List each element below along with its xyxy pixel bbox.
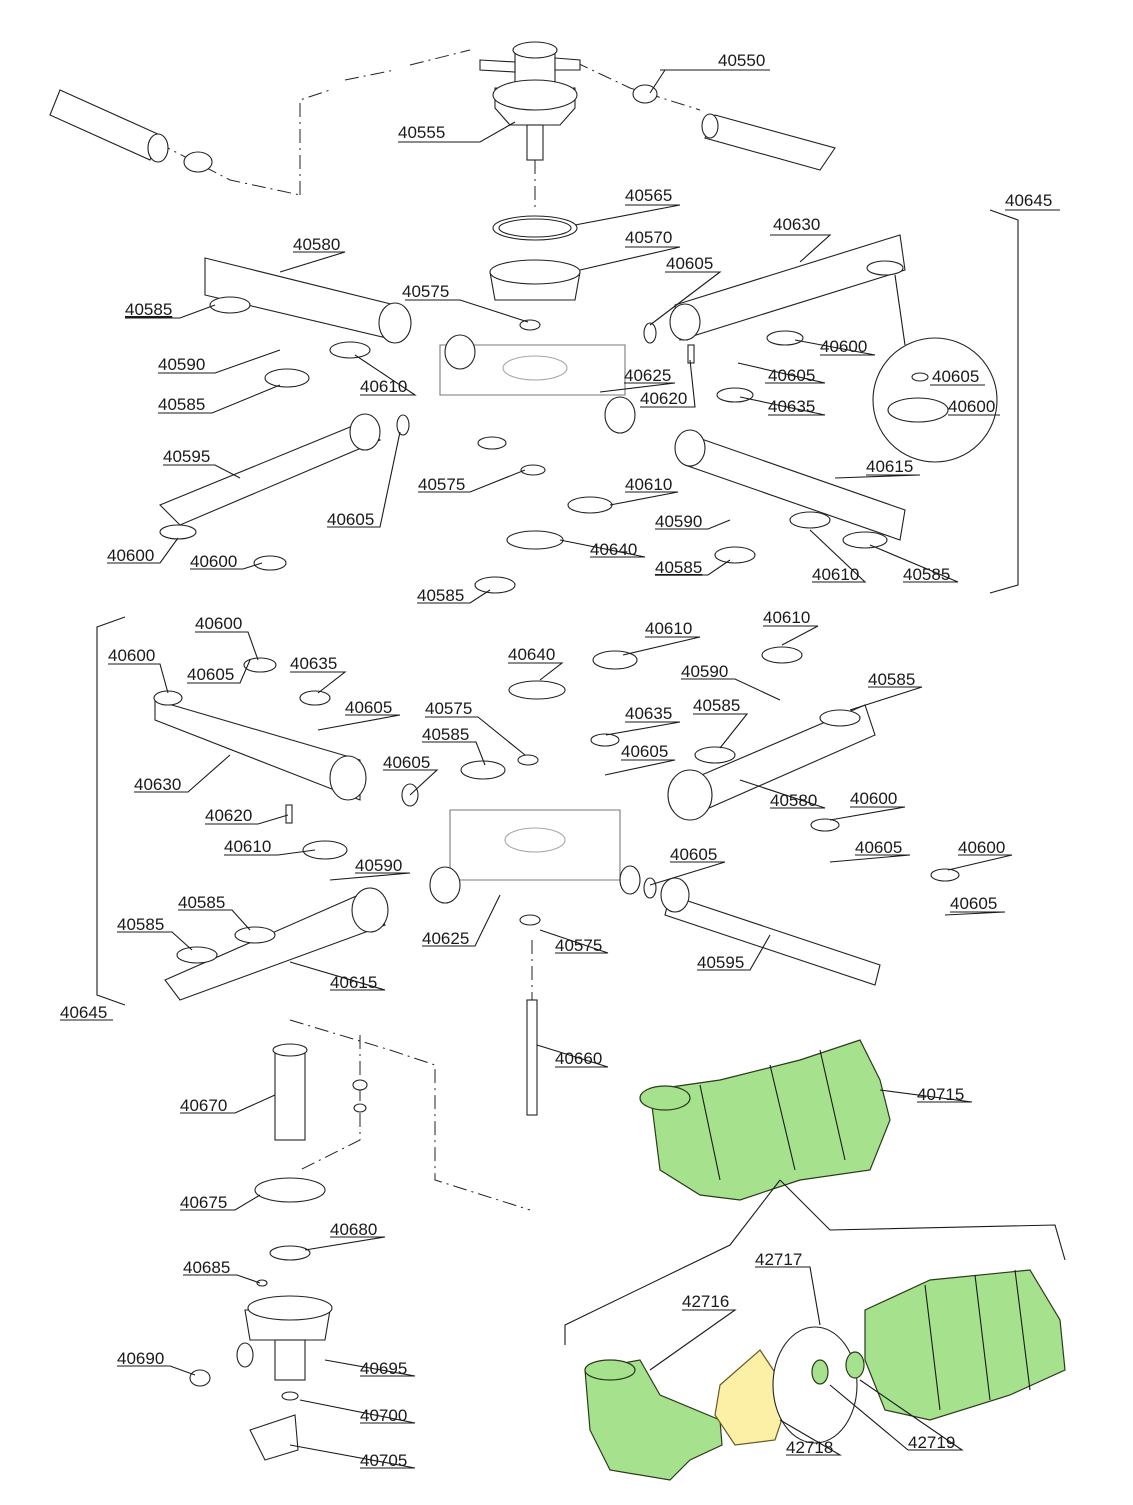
label-40605: 40605 xyxy=(383,753,430,772)
label-40605: 40605 xyxy=(932,367,979,386)
label-40685: 40685 xyxy=(183,1258,230,1277)
label-40585: 40585 xyxy=(178,893,225,912)
label-40670: 40670 xyxy=(180,1096,227,1115)
bracket-40645-bottom xyxy=(96,616,126,1006)
label-40585: 40585 xyxy=(158,395,205,414)
label-40585: 40585 xyxy=(868,670,915,689)
lower-spray-arm xyxy=(154,699,881,1001)
label-40600: 40600 xyxy=(195,614,242,633)
label-40605: 40605 xyxy=(621,742,668,761)
label-40600: 40600 xyxy=(958,838,1005,857)
label-40620: 40620 xyxy=(205,806,252,825)
label-40610: 40610 xyxy=(625,475,672,494)
label-40570: 40570 xyxy=(625,228,672,247)
label-40610: 40610 xyxy=(224,837,271,856)
shaft-40660 xyxy=(526,999,538,1116)
upper-nozzles xyxy=(159,260,904,594)
label-40575: 40575 xyxy=(555,936,602,955)
label-40575: 40575 xyxy=(425,699,472,718)
label-40635: 40635 xyxy=(290,654,337,673)
label-42719: 42719 xyxy=(908,1433,955,1452)
label-40605: 40605 xyxy=(950,894,997,913)
label-40660: 40660 xyxy=(555,1049,602,1068)
label-40595: 40595 xyxy=(697,953,744,972)
label-40590: 40590 xyxy=(681,662,728,681)
label-40585: 40585 xyxy=(903,565,950,584)
label-40610: 40610 xyxy=(763,608,810,627)
part-labels: 40550 40555 40565 40570 40645 40630 4058… xyxy=(60,51,1052,1470)
label-40615: 40615 xyxy=(866,457,913,476)
label-40605: 40605 xyxy=(670,845,717,864)
label-40625: 40625 xyxy=(624,366,671,385)
label-40615: 40615 xyxy=(330,973,377,992)
leader-lines xyxy=(60,69,1060,1469)
drain-assembly xyxy=(189,1019,531,1461)
pump-exploded xyxy=(584,1269,1066,1481)
label-40605: 40605 xyxy=(768,366,815,385)
label-40605: 40605 xyxy=(187,665,234,684)
label-40575: 40575 xyxy=(402,282,449,301)
label-42717: 42717 xyxy=(755,1250,802,1269)
label-42718: 42718 xyxy=(786,1438,833,1457)
label-40590: 40590 xyxy=(355,856,402,875)
label-40590: 40590 xyxy=(158,355,205,374)
label-40600: 40600 xyxy=(108,646,155,665)
label-40595: 40595 xyxy=(163,447,210,466)
label-40705: 40705 xyxy=(360,1451,407,1470)
label-40680: 40680 xyxy=(330,1220,377,1239)
valve-40555 xyxy=(479,41,581,161)
top-hose-assembly xyxy=(49,49,836,196)
pump-assembled-40715 xyxy=(639,1039,891,1201)
label-40600: 40600 xyxy=(948,397,995,416)
label-40645: 40645 xyxy=(1005,191,1052,210)
label-40580: 40580 xyxy=(770,791,817,810)
label-40600: 40600 xyxy=(107,546,154,565)
label-40585: 40585 xyxy=(693,696,740,715)
label-40605: 40605 xyxy=(666,254,713,273)
label-40585: 40585 xyxy=(417,586,464,605)
label-40590: 40590 xyxy=(655,512,702,531)
label-40605: 40605 xyxy=(345,698,392,717)
lower-nozzles xyxy=(153,646,960,964)
label-40585: 40585 xyxy=(422,725,469,744)
label-40635: 40635 xyxy=(768,397,815,416)
label-40565: 40565 xyxy=(625,186,672,205)
label-40555: 40555 xyxy=(398,123,445,142)
upper-spray-arm xyxy=(159,234,906,541)
label-40550: 40550 xyxy=(718,51,765,70)
label-40610: 40610 xyxy=(645,619,692,638)
label-40585: 40585 xyxy=(125,300,172,319)
label-40625: 40625 xyxy=(422,929,469,948)
label-40690: 40690 xyxy=(117,1349,164,1368)
label-40640: 40640 xyxy=(508,645,555,664)
label-40620: 40620 xyxy=(640,389,687,408)
label-40635: 40635 xyxy=(625,704,672,723)
label-40600: 40600 xyxy=(820,337,867,356)
label-40695: 40695 xyxy=(360,1359,407,1378)
label-40575: 40575 xyxy=(418,475,465,494)
gaskets-40565-40570 xyxy=(489,215,581,331)
label-40630: 40630 xyxy=(773,215,820,234)
label-40675: 40675 xyxy=(180,1193,227,1212)
label-40610: 40610 xyxy=(812,565,859,584)
label-40605: 40605 xyxy=(327,510,374,529)
label-42716: 42716 xyxy=(682,1292,729,1311)
label-40600: 40600 xyxy=(190,552,237,571)
bracket-40645-top xyxy=(989,209,1019,594)
label-40610: 40610 xyxy=(360,377,407,396)
label-40700: 40700 xyxy=(360,1406,407,1425)
label-40585: 40585 xyxy=(117,915,164,934)
label-40645: 40645 xyxy=(60,1003,107,1022)
label-40715: 40715 xyxy=(917,1085,964,1104)
label-40580: 40580 xyxy=(293,235,340,254)
label-40640: 40640 xyxy=(590,540,637,559)
label-40630: 40630 xyxy=(134,775,181,794)
label-40600: 40600 xyxy=(850,789,897,808)
label-40585: 40585 xyxy=(655,558,702,577)
label-40605: 40605 xyxy=(855,838,902,857)
